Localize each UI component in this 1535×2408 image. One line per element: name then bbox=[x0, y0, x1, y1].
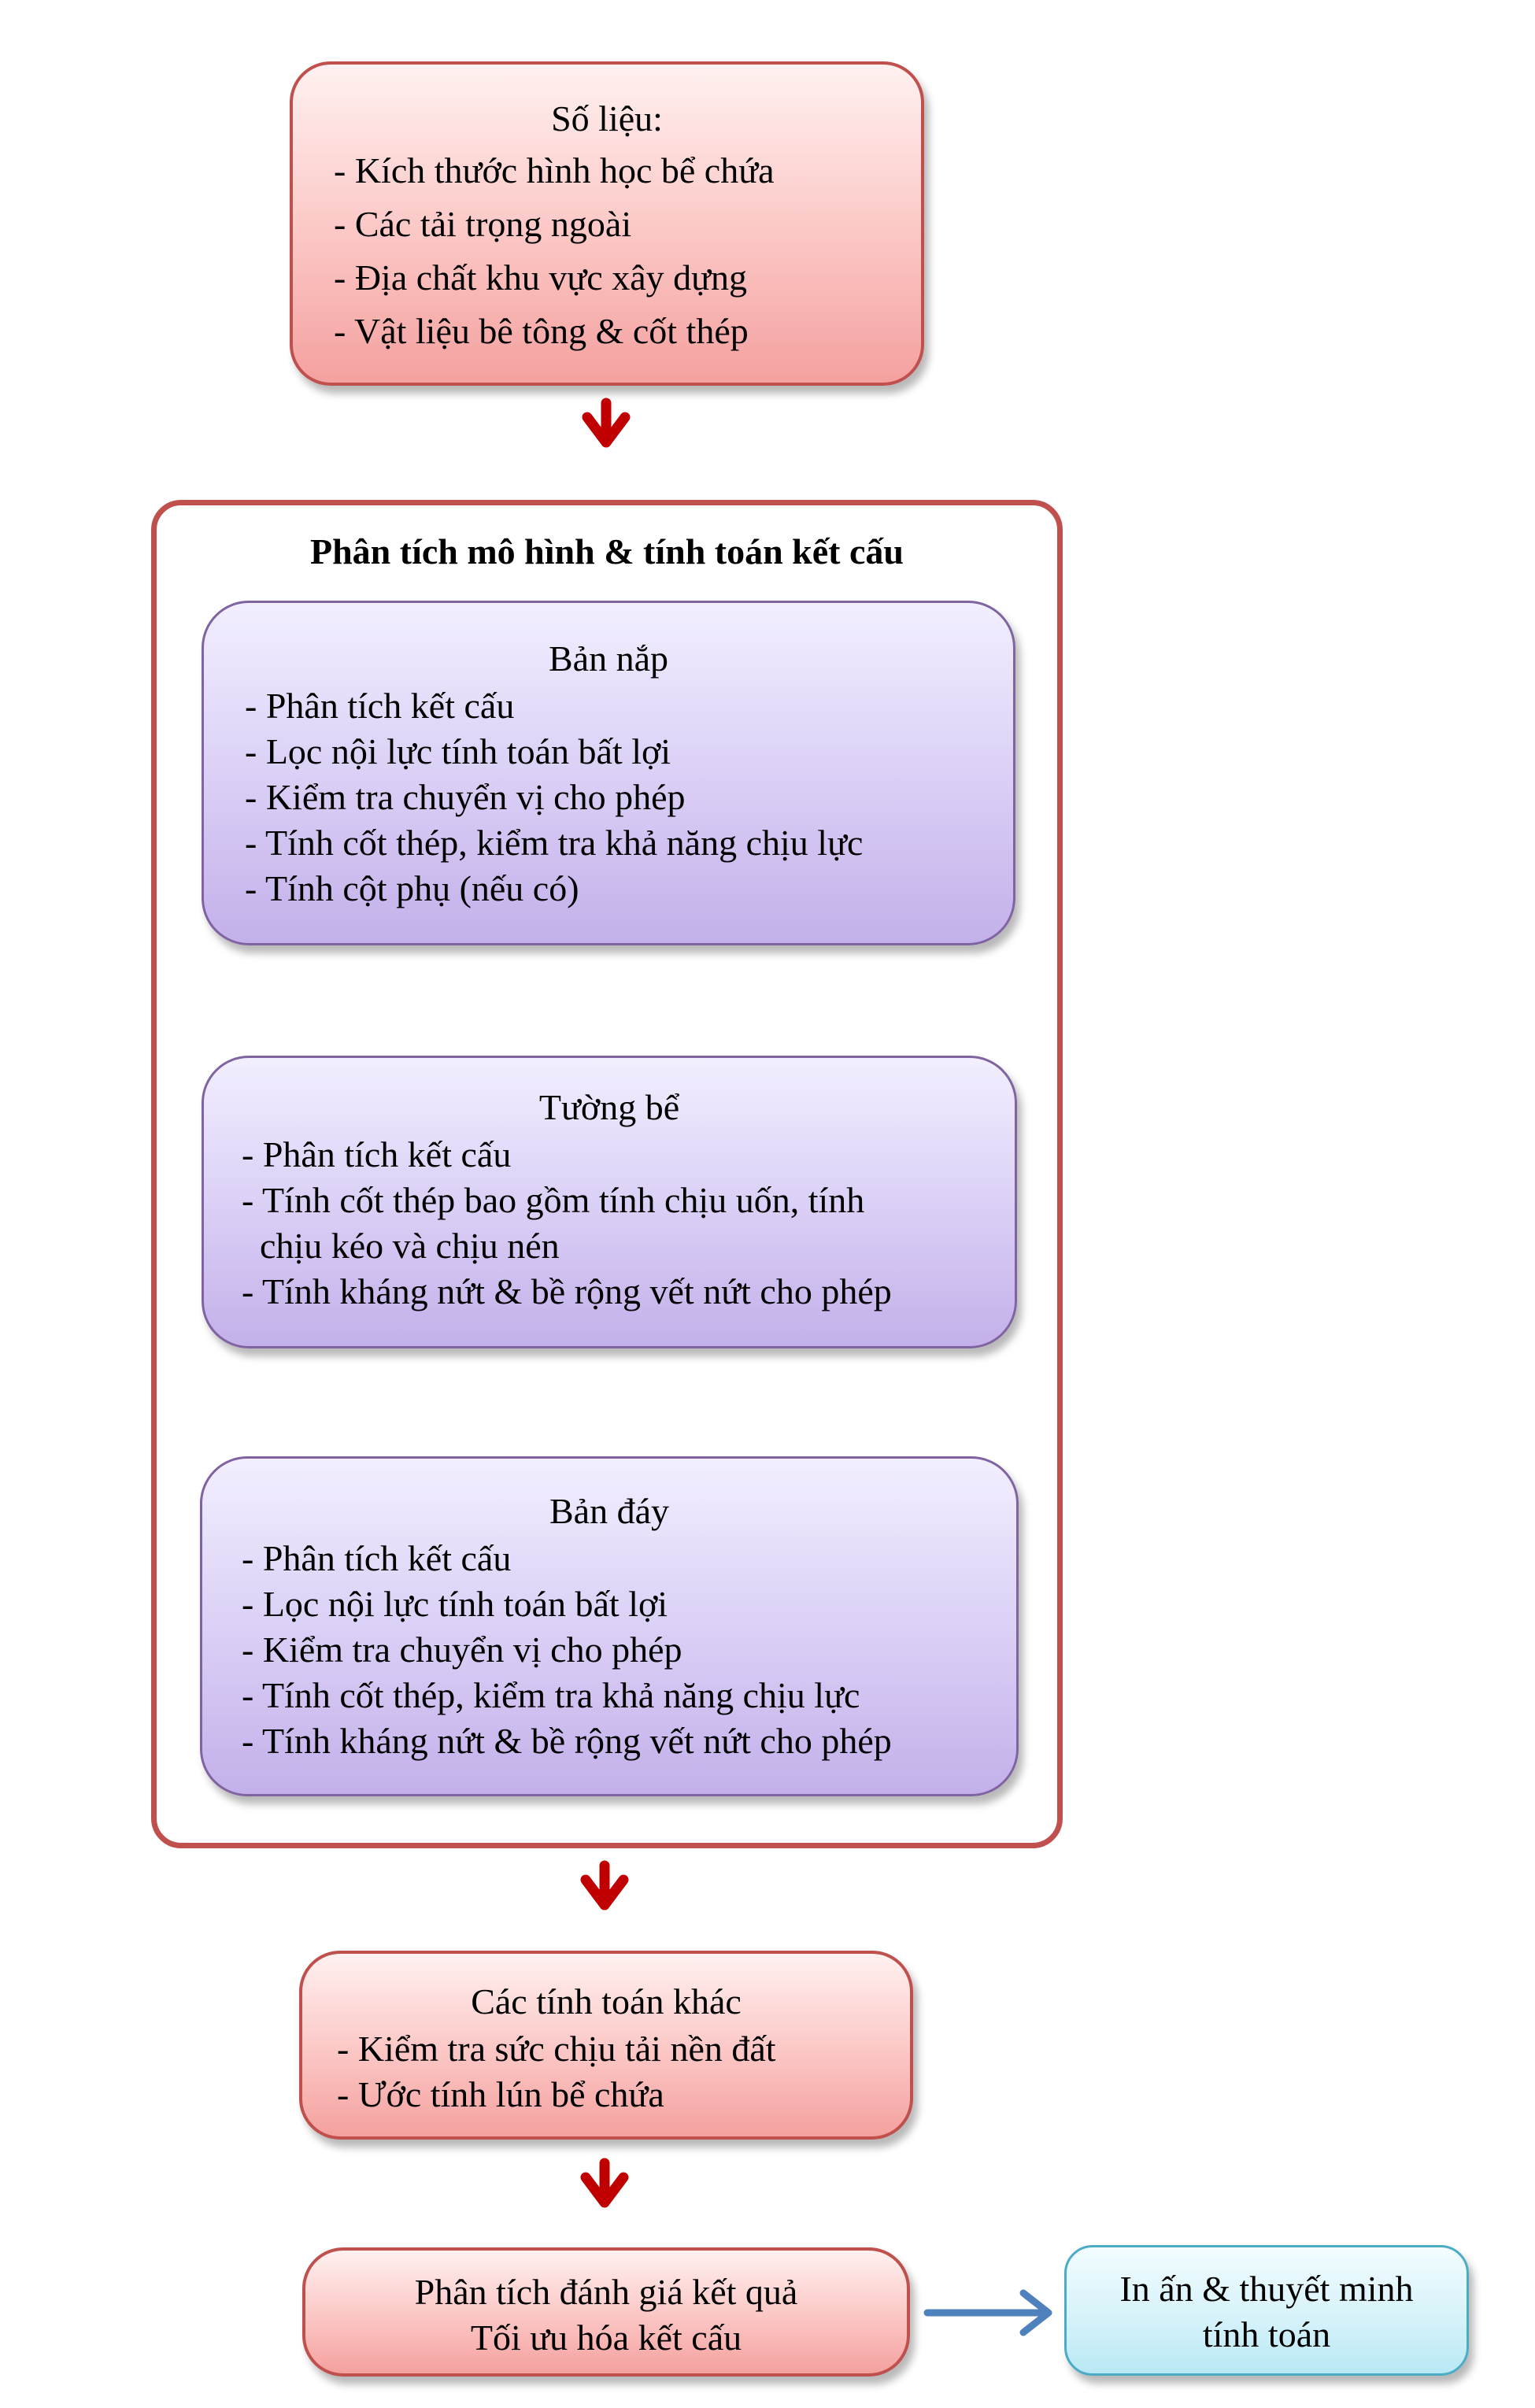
list-item: - Phân tích kết cấu bbox=[242, 1134, 512, 1174]
other-calculations-box: Các tính toán khác - Kiểm tra sức chịu t… bbox=[299, 1951, 913, 2140]
arrow-analysis-to-other bbox=[586, 1866, 623, 1905]
arrow-evaluation-to-print bbox=[923, 2289, 1052, 2336]
evaluation-text: Phân tích đánh giá kết quả Tối ưu hóa kế… bbox=[305, 2269, 907, 2361]
other-calculations-title: Các tính toán khác bbox=[471, 1981, 742, 2021]
inputs-box-title: Số liệu: bbox=[551, 98, 663, 139]
list-item: - Kiểm tra chuyển vị cho phép bbox=[245, 777, 686, 817]
evaluation-line: Phân tích đánh giá kết quả bbox=[414, 2272, 798, 2312]
tank-wall-title: Tường bể bbox=[538, 1087, 680, 1127]
list-item: - Lọc nội lực tính toán bất lợi bbox=[245, 731, 671, 771]
list-item: - Tính cốt thép, kiểm tra khả năng chịu … bbox=[245, 823, 864, 863]
bottom-slab-title: Bản đáy bbox=[549, 1491, 669, 1531]
list-item: - Các tải trọng ngoài bbox=[334, 204, 632, 244]
tank-wall-list: - Phân tích kết cấu - Tính cốt thép bao … bbox=[242, 1132, 892, 1315]
list-item: - Địa chất khu vực xây dựng bbox=[334, 257, 748, 298]
tank-wall-box: Tường bể - Phân tích kết cấu - Tính cốt … bbox=[202, 1056, 1017, 1348]
list-item: - Tính kháng nứt & bề rộng vết nứt cho p… bbox=[242, 1721, 892, 1761]
list-item: - Tính cột phụ (nếu có) bbox=[245, 868, 579, 908]
list-item: - Kiểm tra sức chịu tải nền đất bbox=[337, 2029, 776, 2069]
bottom-slab-box: Bản đáy - Phân tích kết cấu - Lọc nội lự… bbox=[200, 1456, 1019, 1796]
print-line: tính toán bbox=[1202, 2314, 1331, 2354]
roof-slab-box: Bản nắp - Phân tích kết cấu - Lọc nội lự… bbox=[202, 601, 1015, 945]
arrow-inputs-to-analysis bbox=[587, 403, 625, 442]
roof-slab-title: Bản nắp bbox=[548, 638, 668, 679]
list-item: - Ước tính lún bể chứa bbox=[337, 2074, 664, 2114]
list-item: - Phân tích kết cấu bbox=[242, 1538, 512, 1578]
other-calculations-list: - Kiểm tra sức chịu tải nền đất - Ước tí… bbox=[337, 2026, 776, 2118]
list-item: chịu kéo và chịu nén bbox=[242, 1226, 560, 1266]
list-item: - Tính cốt thép, kiểm tra khả năng chịu … bbox=[242, 1675, 860, 1715]
roof-slab-list: - Phân tích kết cấu - Lọc nội lực tính t… bbox=[245, 683, 863, 912]
print-line: In ấn & thuyết minh bbox=[1119, 2269, 1414, 2309]
list-item: - Kiểm tra chuyển vị cho phép bbox=[242, 1629, 682, 1670]
arrow-other-to-evaluation bbox=[586, 2163, 623, 2203]
bottom-slab-list: - Phân tích kết cấu - Lọc nội lực tính t… bbox=[242, 1536, 892, 1764]
list-item: - Vật liệu bê tông & cốt thép bbox=[334, 311, 749, 351]
evaluation-box: Phân tích đánh giá kết quả Tối ưu hóa kế… bbox=[302, 2247, 910, 2377]
evaluation-line: Tối ưu hóa kết cấu bbox=[470, 2317, 742, 2358]
inputs-box-list: - Kích thước hình học bể chứa - Các tải … bbox=[334, 148, 775, 354]
list-item: - Kích thước hình học bể chứa bbox=[334, 150, 775, 190]
list-item: - Tính cốt thép bao gồm tính chịu uốn, t… bbox=[242, 1180, 865, 1220]
inputs-box: Số liệu: - Kích thước hình học bể chứa -… bbox=[290, 61, 924, 386]
list-item: - Phân tích kết cấu bbox=[245, 686, 515, 726]
analysis-group-title: Phân tích mô hình & tính toán kết cấu bbox=[309, 531, 904, 571]
print-explanation-text: In ấn & thuyết minh tính toán bbox=[1067, 2266, 1467, 2358]
list-item: - Lọc nội lực tính toán bất lợi bbox=[242, 1584, 668, 1624]
print-explanation-box: In ấn & thuyết minh tính toán bbox=[1064, 2245, 1469, 2376]
list-item: - Tính kháng nứt & bề rộng vết nứt cho p… bbox=[242, 1271, 892, 1311]
